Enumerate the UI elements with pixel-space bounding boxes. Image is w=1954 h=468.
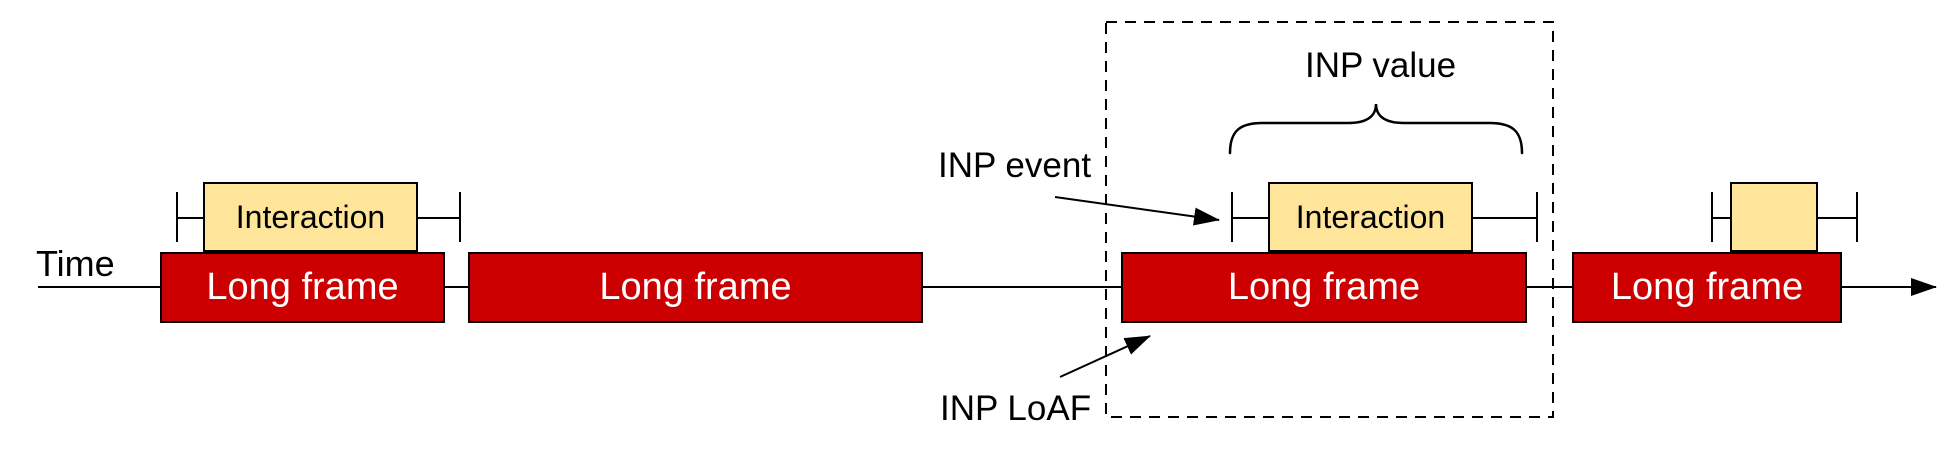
long-frame-block-2: Long frame — [468, 252, 923, 323]
interaction-2-end-tick — [1536, 192, 1538, 242]
interaction-1-end-tick — [459, 192, 461, 242]
interaction-3-start-connector — [1711, 217, 1730, 219]
interaction-label: Interaction — [1295, 198, 1446, 235]
inp-loaf-label: INP LoAF — [940, 389, 1092, 428]
interaction-3-end-tick — [1856, 192, 1858, 242]
inp-loaf-arrow — [1059, 335, 1151, 378]
long-frame-label: Long frame — [1610, 266, 1804, 308]
inp-event-label: INP event — [938, 146, 1092, 185]
long-frame-label: Long frame — [1227, 266, 1421, 308]
inp-value-brace — [1228, 103, 1524, 155]
long-frame-block-3: Long frame — [1121, 252, 1527, 323]
interaction-2-start-connector — [1231, 217, 1268, 219]
interaction-block-3 — [1730, 182, 1818, 252]
interaction-2-end-connector — [1473, 217, 1536, 219]
inp-event-arrow — [1054, 196, 1220, 226]
time-axis-label: Time — [36, 243, 115, 284]
interaction-label: Interaction — [235, 198, 386, 235]
interaction-block-2: Interaction — [1268, 182, 1473, 252]
long-frame-label: Long frame — [206, 266, 399, 308]
long-frame-block-4: Long frame — [1572, 252, 1842, 323]
interaction-3-end-connector — [1818, 217, 1856, 219]
interaction-1-end-connector — [418, 217, 459, 219]
interaction-1-start-connector — [176, 217, 203, 219]
inp-value-label: INP value — [1305, 46, 1457, 85]
long-frame-block-1: Long frame — [160, 252, 445, 323]
inp-loaf-boundary-box — [1105, 21, 1554, 418]
long-frame-label: Long frame — [599, 266, 792, 308]
interaction-block-1: Interaction — [203, 182, 418, 252]
